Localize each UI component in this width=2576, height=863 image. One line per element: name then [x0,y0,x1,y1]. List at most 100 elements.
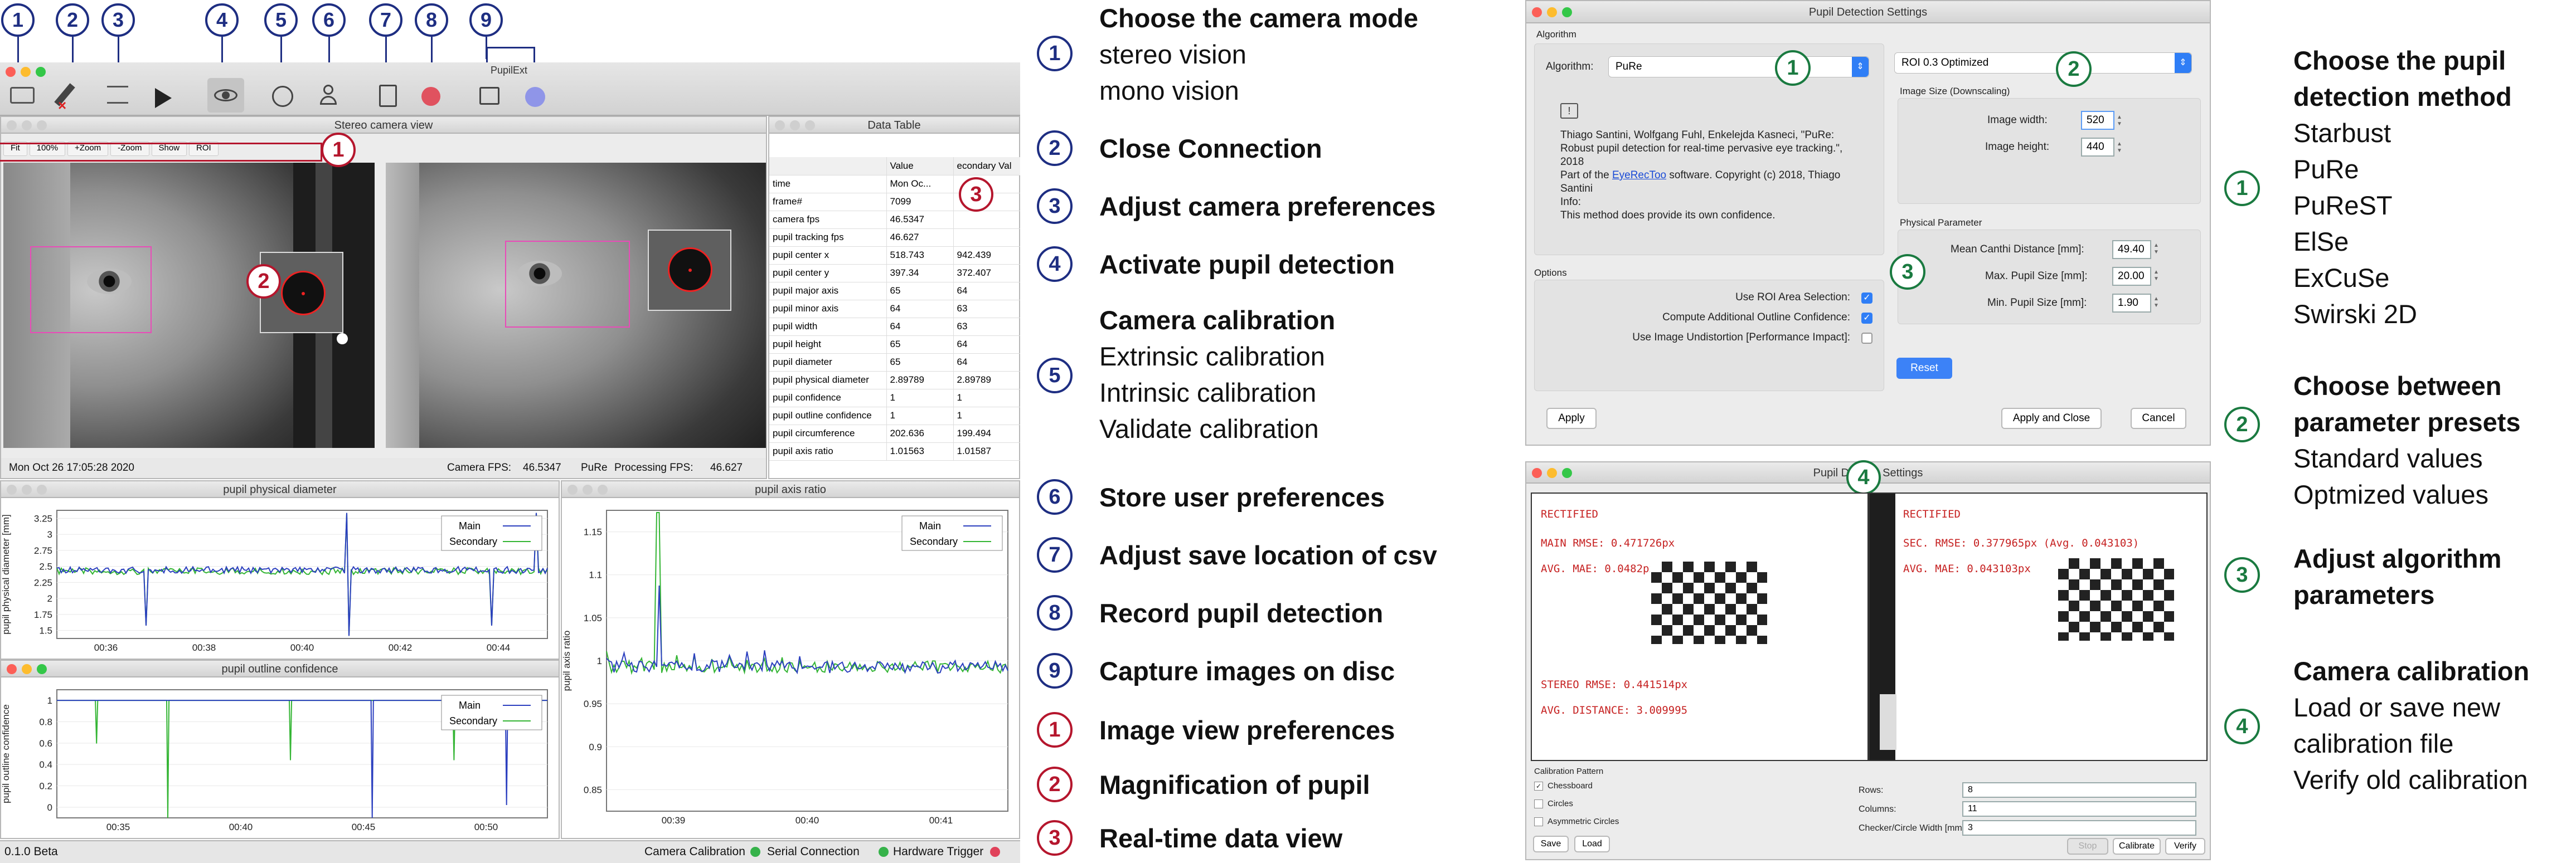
apply-close-button[interactable]: Apply and Close [2001,408,2102,429]
record-icon[interactable] [421,87,440,106]
load-calibration-button[interactable]: Load [1574,836,1610,852]
toolbar-callout-1: 1 [1,3,35,37]
roi-box-right[interactable] [505,241,630,328]
algorithm-select[interactable]: PuRe ⇕ [1608,56,1869,77]
table-cell: pupil tracking fps [769,228,887,247]
apply-button[interactable]: Apply [1546,408,1597,429]
undistortion-checkbox[interactable] [1861,333,1872,344]
min-pupil-input[interactable]: 1.90 [2112,294,2151,313]
legend-title: Store user preferences [1099,482,1385,512]
play-icon[interactable] [155,88,172,108]
roi-box[interactable] [30,246,152,333]
toolbar-callout-line [280,37,282,70]
csv-location-icon[interactable] [379,85,397,107]
legend-title: Capture images on disc [1099,656,1395,686]
capture-images-icon[interactable] [479,87,499,105]
pattern-checkbox[interactable] [1534,799,1543,809]
roi-selection-checkbox[interactable]: ✓ [1861,292,1872,304]
info-text: This method does provide its own confide… [1560,209,1775,221]
x-tick-label: 00:42 [389,642,413,653]
max-pupil-input[interactable]: 20.00 [2112,267,2151,286]
pattern-option[interactable]: Circles [1534,799,1573,809]
mean-canthi-stepper[interactable]: ▲▼ [2153,242,2159,255]
image-size-group: Image width: 520 ▲▼ Image height: 440 ▲▼ [1898,98,2201,204]
legend-text: Adjust save location of csv [1099,537,1437,573]
max-pupil-stepper[interactable]: ▲▼ [2153,269,2159,282]
software-link[interactable]: EyeRecToo [1612,169,1667,181]
toolbar-callout-line [17,37,19,70]
preset-value: ROI 0.3 Optimized [1901,57,1989,69]
image-height-label: Image height: [1985,141,2050,153]
calibrate-button[interactable]: Calibrate [2113,838,2161,855]
image-width-input[interactable]: 520 [2081,111,2114,130]
info-label: Info: [1560,196,1581,208]
left-mae: AVG. MAE: 0.0482 [1541,563,1643,575]
min-pupil-stepper[interactable]: ▲▼ [2153,296,2159,309]
save-calibration-button[interactable]: Save [1533,836,1569,852]
toolbar-callout-line [385,37,387,70]
x-tick-label: 00:50 [474,822,498,832]
legend-subitem: PuRe [2293,154,2359,184]
user-preferences-icon[interactable] [320,85,337,107]
legend-subitem: Standard values [2293,443,2483,473]
table-cell: 518.743 [886,246,954,265]
pattern-option[interactable]: Asymmetric Circles [1534,817,1619,827]
image-width-stepper[interactable]: ▲▼ [2117,114,2122,127]
verify-button[interactable]: Verify [2165,838,2205,855]
pupil-detection-eye-icon[interactable] [207,78,244,113]
ratio-plot-title: pupil axis ratio [755,484,826,496]
table-cell: 65 [886,282,954,300]
width-label: Checker/Circle Width [mm]: [1859,823,1967,833]
right-rmse: SEC. RMSE: 0.377965px (Avg. 0.043103) [1903,537,2140,549]
legend-subitem: mono vision [1099,76,1239,105]
image-height-stepper[interactable]: ▲▼ [2117,141,2122,154]
legend-number: 2 [1037,130,1073,166]
settings-title: Pupil Detection Settings [1808,6,1928,18]
table-cell: time [769,175,887,193]
stop-button[interactable]: Stop [2067,838,2108,855]
legend-main: Main [919,520,941,532]
image-height-input[interactable]: 440 [2081,138,2114,157]
mean-canthi-input[interactable]: 49.40 [2112,240,2151,259]
outline-confidence-checkbox[interactable]: ✓ [1861,313,1872,324]
preset-select[interactable]: ROI 0.3 Optimized ⇕ [1894,52,2192,74]
legend-subitem: Extrinsic calibration [1099,342,1325,371]
parameters-callout: 3 [1890,254,1925,290]
table-cell: 372.407 [953,264,1020,282]
camera-preferences-icon[interactable] [107,86,128,104]
legend-title: Camera calibration [2293,656,2530,686]
magnification-callout: 2 [246,264,281,299]
table-cell: 202.636 [886,425,954,443]
pattern-checkbox[interactable]: ✓ [1534,782,1543,791]
legend-title: Image view preferences [1099,715,1395,745]
reset-button[interactable]: Reset [1896,358,1952,379]
calibration-target-icon[interactable] [272,86,293,107]
legend-title: Magnification of pupil [1099,770,1370,799]
y-tick-label: 1 [597,656,602,666]
x-tick-label: 00:40 [229,822,253,832]
columns-input[interactable]: 11 [1962,801,2196,817]
camera-mode-icon[interactable] [10,87,35,104]
legend-title: Activate pupil detection [1099,250,1395,279]
series-line [56,513,548,636]
camera-fps-label: Camera FPS: [447,462,512,474]
width-input[interactable]: 3 [1962,820,2196,836]
pattern-option[interactable]: ✓Chessboard [1534,781,1593,791]
plugin-circle-icon[interactable] [525,87,545,107]
rows-input[interactable]: 8 [1962,782,2196,798]
pattern-checkbox[interactable] [1534,817,1543,827]
toolbar-callout-4: 4 [205,3,239,37]
table-cell: 2.89789 [953,371,1020,389]
legend-number: 3 [1037,188,1073,224]
toolbar-callout-6: 6 [312,3,346,37]
legend-title: Adjust camera preferences [1099,192,1436,221]
physical-group-label: Physical Parameter [1900,217,1982,228]
cancel-button[interactable]: Cancel [2131,408,2186,429]
legend-text: Adjust camera preferences [1099,188,1435,225]
